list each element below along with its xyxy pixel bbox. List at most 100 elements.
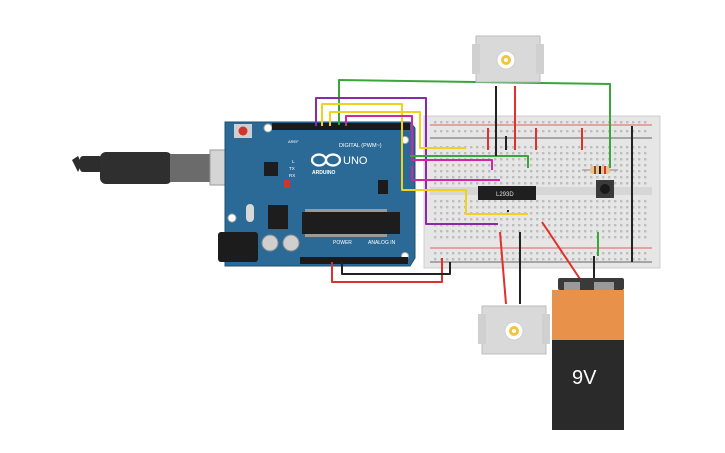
breadboard-hole[interactable]	[452, 121, 455, 124]
breadboard-hole[interactable]	[506, 176, 509, 179]
breadboard-hole[interactable]	[596, 164, 599, 167]
breadboard-hole[interactable]	[548, 224, 551, 227]
breadboard-hole[interactable]	[458, 258, 461, 261]
breadboard-hole[interactable]	[482, 224, 485, 227]
breadboard-hole[interactable]	[596, 130, 599, 133]
breadboard-hole[interactable]	[626, 146, 629, 149]
breadboard-hole[interactable]	[530, 236, 533, 239]
breadboard-hole[interactable]	[602, 176, 605, 179]
breadboard-hole[interactable]	[572, 236, 575, 239]
breadboard-hole[interactable]	[506, 152, 509, 155]
breadboard-hole[interactable]	[530, 170, 533, 173]
breadboard-hole[interactable]	[548, 212, 551, 215]
breadboard-hole[interactable]	[638, 146, 641, 149]
breadboard-hole[interactable]	[476, 252, 479, 255]
breadboard-hole[interactable]	[542, 152, 545, 155]
breadboard-hole[interactable]	[584, 130, 587, 133]
breadboard-hole[interactable]	[638, 218, 641, 221]
breadboard-hole[interactable]	[452, 164, 455, 167]
breadboard-hole[interactable]	[578, 158, 581, 161]
breadboard-hole[interactable]	[614, 121, 617, 124]
breadboard-hole[interactable]	[554, 212, 557, 215]
breadboard-hole[interactable]	[512, 230, 515, 233]
breadboard-hole[interactable]	[548, 176, 551, 179]
breadboard-hole[interactable]	[638, 224, 641, 227]
breadboard-hole[interactable]	[566, 130, 569, 133]
breadboard-hole[interactable]	[542, 230, 545, 233]
breadboard-hole[interactable]	[554, 200, 557, 203]
breadboard-hole[interactable]	[494, 206, 497, 209]
breadboard-hole[interactable]	[536, 218, 539, 221]
breadboard-hole[interactable]	[548, 218, 551, 221]
breadboard-hole[interactable]	[590, 258, 593, 261]
breadboard-hole[interactable]	[602, 258, 605, 261]
breadboard-hole[interactable]	[578, 236, 581, 239]
breadboard-hole[interactable]	[554, 182, 557, 185]
wire-yellow[interactable]	[321, 103, 528, 215]
breadboard-hole[interactable]	[602, 164, 605, 167]
breadboard-hole[interactable]	[632, 230, 635, 233]
breadboard-hole[interactable]	[524, 176, 527, 179]
breadboard-hole[interactable]	[608, 206, 611, 209]
breadboard-hole[interactable]	[572, 176, 575, 179]
breadboard-hole[interactable]	[560, 121, 563, 124]
breadboard-hole[interactable]	[434, 182, 437, 185]
breadboard-hole[interactable]	[464, 152, 467, 155]
breadboard-hole[interactable]	[620, 158, 623, 161]
breadboard-hole[interactable]	[566, 164, 569, 167]
breadboard-hole[interactable]	[614, 158, 617, 161]
breadboard-hole[interactable]	[452, 206, 455, 209]
breadboard-hole[interactable]	[440, 182, 443, 185]
breadboard-hole[interactable]	[446, 121, 449, 124]
breadboard-hole[interactable]	[434, 164, 437, 167]
breadboard-hole[interactable]	[626, 258, 629, 261]
breadboard-hole[interactable]	[488, 170, 491, 173]
breadboard-hole[interactable]	[632, 176, 635, 179]
breadboard-hole[interactable]	[512, 158, 515, 161]
breadboard-hole[interactable]	[458, 218, 461, 221]
breadboard-hole[interactable]	[602, 212, 605, 215]
breadboard-hole[interactable]	[542, 176, 545, 179]
breadboard-hole[interactable]	[482, 146, 485, 149]
breadboard-hole[interactable]	[590, 176, 593, 179]
breadboard-hole[interactable]	[440, 176, 443, 179]
breadboard-hole[interactable]	[500, 146, 503, 149]
breadboard-hole[interactable]	[530, 230, 533, 233]
breadboard-hole[interactable]	[542, 170, 545, 173]
breadboard-hole[interactable]	[626, 206, 629, 209]
breadboard-hole[interactable]	[476, 218, 479, 221]
breadboard-hole[interactable]	[536, 212, 539, 215]
breadboard-hole[interactable]	[512, 176, 515, 179]
breadboard-hole[interactable]	[584, 152, 587, 155]
breadboard-hole[interactable]	[518, 170, 521, 173]
breadboard-hole[interactable]	[464, 182, 467, 185]
breadboard-hole[interactable]	[458, 224, 461, 227]
breadboard-hole[interactable]	[608, 258, 611, 261]
breadboard-hole[interactable]	[602, 158, 605, 161]
breadboard-hole[interactable]	[434, 218, 437, 221]
breadboard-hole[interactable]	[494, 258, 497, 261]
breadboard-hole[interactable]	[614, 130, 617, 133]
breadboard-hole[interactable]	[518, 224, 521, 227]
breadboard-hole[interactable]	[572, 230, 575, 233]
breadboard-hole[interactable]	[470, 182, 473, 185]
breadboard-hole[interactable]	[644, 152, 647, 155]
breadboard-hole[interactable]	[512, 200, 515, 203]
breadboard-hole[interactable]	[518, 182, 521, 185]
breadboard-hole[interactable]	[560, 230, 563, 233]
breadboard-hole[interactable]	[434, 200, 437, 203]
breadboard-hole[interactable]	[596, 258, 599, 261]
breadboard-hole[interactable]	[620, 200, 623, 203]
breadboard-hole[interactable]	[644, 170, 647, 173]
motor-lead-red[interactable]	[499, 231, 507, 305]
breadboard-hole[interactable]	[632, 158, 635, 161]
breadboard-hole[interactable]	[596, 121, 599, 124]
breadboard-hole[interactable]	[584, 224, 587, 227]
breadboard-hole[interactable]	[596, 224, 599, 227]
wire-black[interactable]	[341, 262, 451, 275]
breadboard-hole[interactable]	[632, 130, 635, 133]
breadboard-hole[interactable]	[470, 200, 473, 203]
breadboard-hole[interactable]	[602, 121, 605, 124]
breadboard-hole[interactable]	[500, 182, 503, 185]
breadboard-hole[interactable]	[464, 164, 467, 167]
